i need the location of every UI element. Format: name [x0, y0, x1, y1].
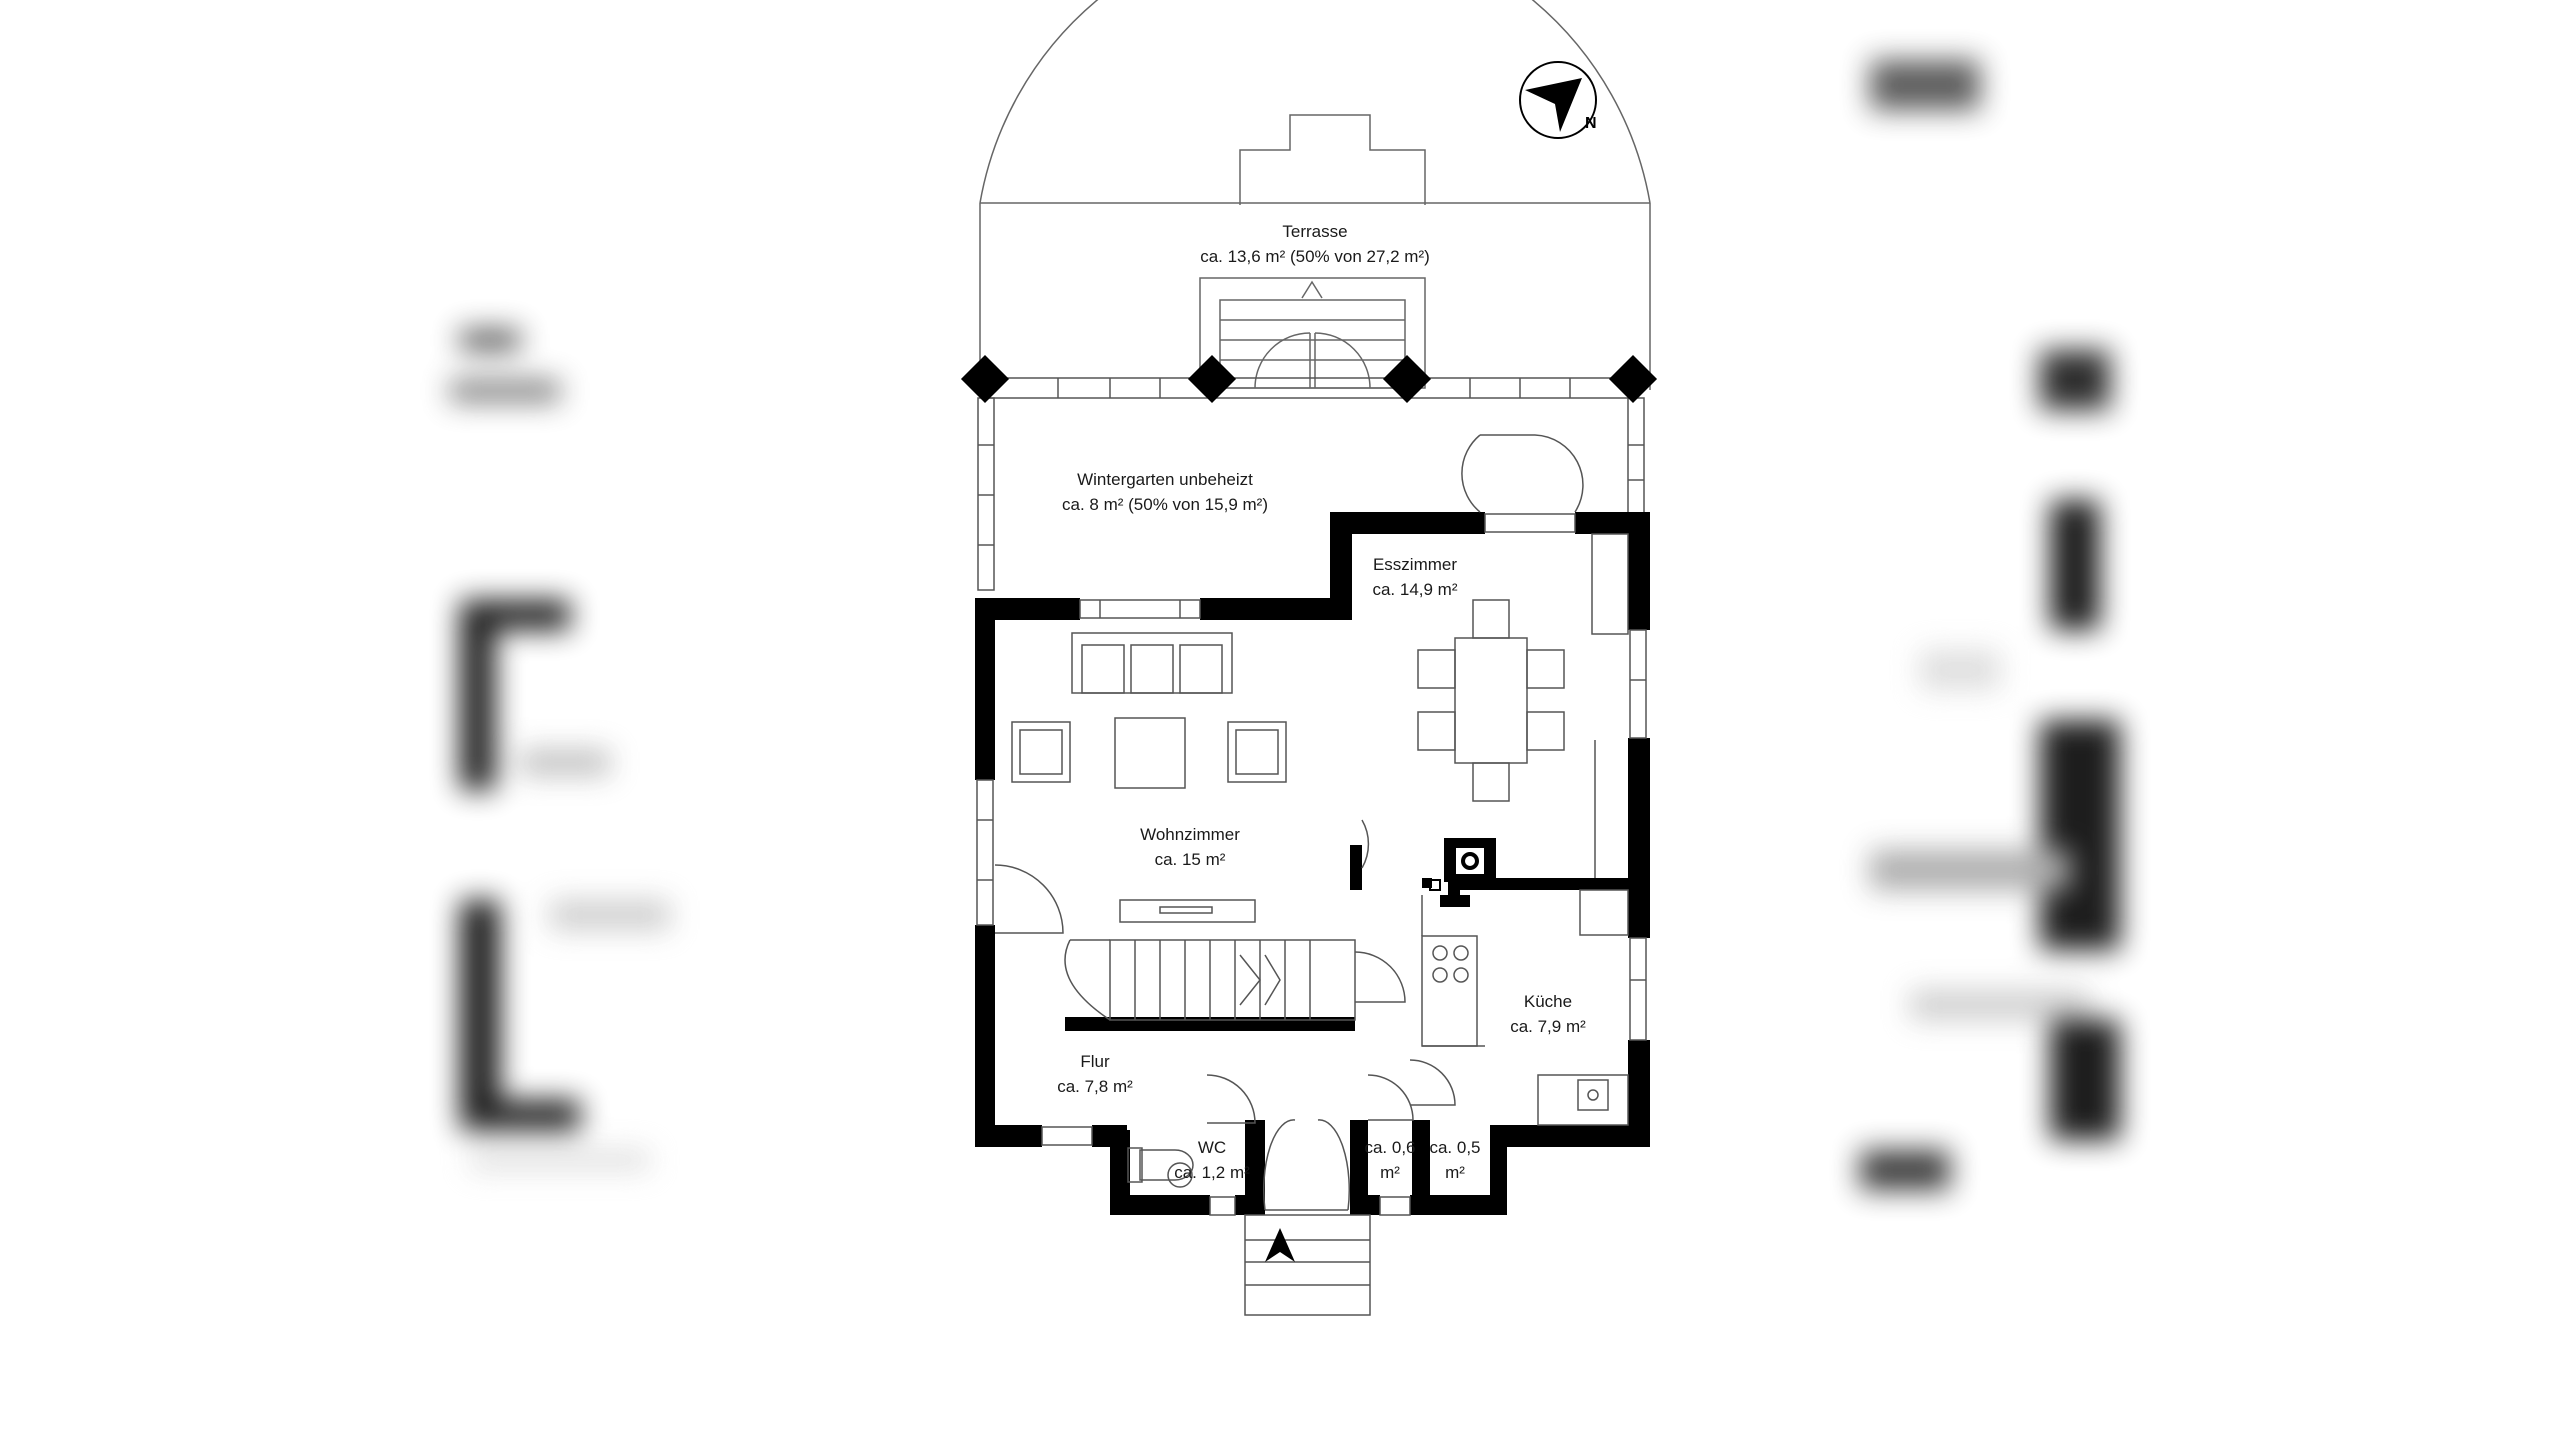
room-labels: Terrasse ca. 13,6 m² (50% von 27,2 m²) W… [1057, 222, 1586, 1182]
terrace-area: ca. 13,6 m² (50% von 27,2 m²) [1200, 247, 1430, 266]
terrace-name: Terrasse [1282, 222, 1347, 241]
wohnzimmer-area: ca. 15 m² [1155, 850, 1226, 869]
entrance-arrow-icon [1265, 1228, 1295, 1262]
wintergarten-area: ca. 8 m² (50% von 15,9 m²) [1062, 495, 1268, 514]
blurred-plan-left [450, 330, 670, 1170]
flur-area: ca. 7,8 m² [1057, 1077, 1133, 1096]
storage2-area: ca. 0,5 [1429, 1138, 1480, 1157]
kueche-area: ca. 7,9 m² [1510, 1017, 1586, 1036]
compass-arrow-icon [1525, 78, 1582, 132]
esszimmer-name: Esszimmer [1373, 555, 1457, 574]
wc-area: ca. 1,2 m² [1174, 1163, 1250, 1182]
esszimmer-area: ca. 14,9 m² [1372, 580, 1457, 599]
storage1-unit: m² [1380, 1163, 1400, 1182]
wintergarten-name: Wintergarten unbeheizt [1077, 470, 1253, 489]
storage1-area: ca. 0,6 [1364, 1138, 1415, 1157]
terrace [979, 0, 1651, 390]
blurred-plan-right [1860, 60, 2120, 1190]
wc-name: WC [1198, 1138, 1226, 1157]
wohnzimmer-name: Wohnzimmer [1140, 825, 1240, 844]
flur-name: Flur [1080, 1052, 1110, 1071]
compass: N [1519, 61, 1597, 139]
interior-details [976, 434, 1647, 1316]
compass-label: N [1585, 115, 1597, 132]
corner-posts [960, 354, 1658, 404]
storage2-unit: m² [1445, 1163, 1465, 1182]
walls [975, 512, 1650, 1215]
kueche-name: Küche [1524, 992, 1572, 1011]
